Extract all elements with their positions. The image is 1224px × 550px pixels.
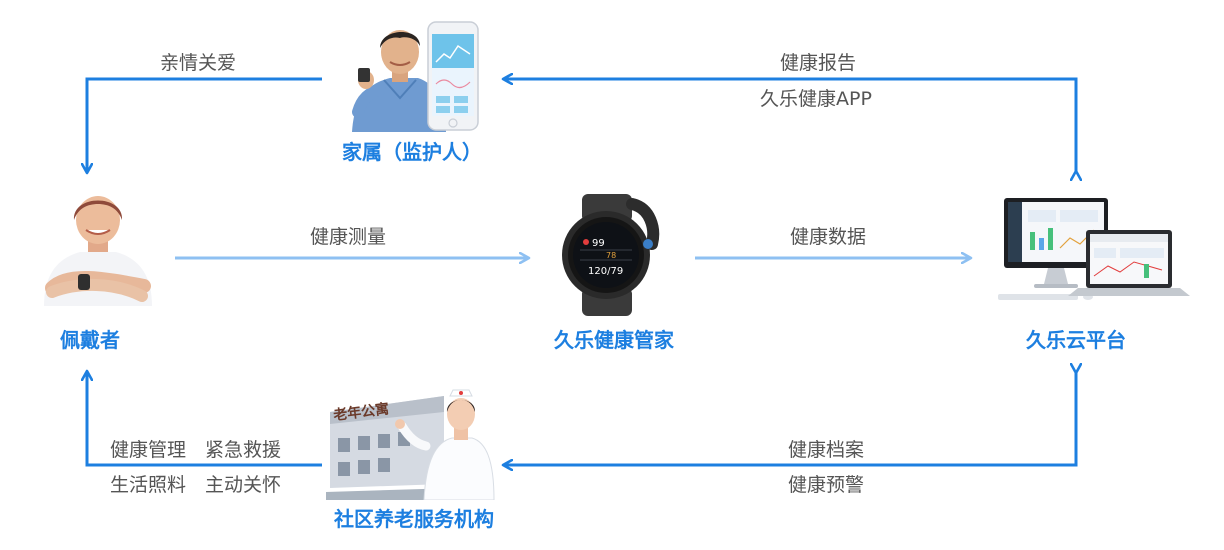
cloud-illustration	[998, 198, 1190, 300]
label-health-warning: 健康预警	[788, 474, 865, 496]
community-illustration: 老年公寓	[326, 389, 495, 500]
label-health-report: 健康报告	[780, 52, 857, 74]
family-illustration	[352, 21, 479, 132]
watch-screen-top: 99	[592, 238, 605, 249]
label-health-measurement: 健康测量	[310, 226, 387, 248]
label-health-data: 健康数据	[790, 226, 867, 248]
node-watch-title: 久乐健康管家	[554, 328, 674, 352]
node-community-title: 社区养老服务机构	[334, 507, 494, 531]
label-health-records: 健康档案	[788, 439, 865, 461]
label-community-services-2: 生活照料 主动关怀	[110, 474, 282, 496]
building-sign: 老年公寓	[332, 400, 390, 424]
arrow-cloud-to-community	[504, 372, 1076, 465]
wearer-watch	[78, 274, 90, 290]
watch-illustration: 99 78 120/79	[562, 194, 660, 316]
node-wearer-title: 佩戴者	[60, 328, 120, 352]
wearer-illustration	[44, 196, 152, 306]
watch-screen-right: 78	[606, 251, 616, 260]
node-cloud-title: 久乐云平台	[1026, 328, 1126, 352]
family-phone	[427, 21, 479, 131]
label-community-services-1: 健康管理 紧急救援	[110, 439, 282, 461]
arrow-family-to-wearer	[87, 77, 322, 172]
label-health-app: 久乐健康APP	[760, 88, 872, 110]
node-family-title: 家属（监护人）	[342, 140, 482, 164]
arrow-community-to-wearer	[87, 372, 322, 467]
watch-screen-bottom: 120/79	[588, 266, 623, 277]
label-family-care: 亲情关爱	[160, 52, 237, 74]
arrow-cloud-to-family	[504, 79, 1076, 172]
